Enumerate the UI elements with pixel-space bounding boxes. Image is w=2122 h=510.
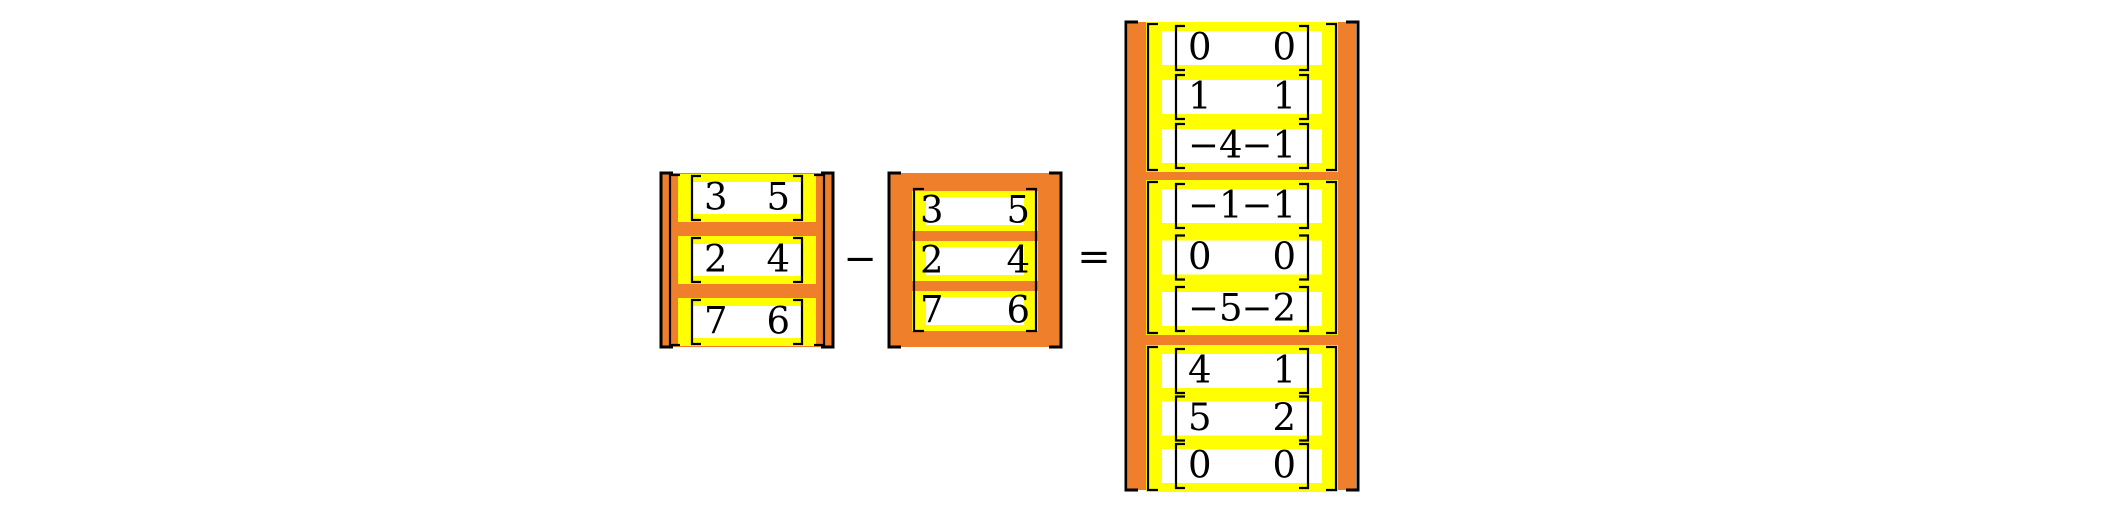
- matrix-b-row-3-cell-1: 7: [920, 289, 944, 332]
- matrix-b-row-cell: [926, 247, 1024, 275]
- result-block-3-row-1-right-bracket: [1299, 347, 1310, 395]
- result-block-1-row-2-left-bracket: [1174, 73, 1185, 121]
- result-block-1-row-2-right-bracket: [1299, 73, 1310, 121]
- matrix-a-row-1-cell-1: 3: [704, 176, 728, 219]
- result-block-3-row-cell: [1162, 449, 1322, 483]
- equals-operator: =: [1077, 234, 1111, 280]
- result-block-3-right-bracket: [1326, 345, 1338, 492]
- matrix-b-row-1-cell-2: 5: [1006, 189, 1030, 232]
- result-block-2-row-1-cell-1: −1: [1188, 184, 1243, 227]
- result-block-3-row-1-left-bracket: [1174, 347, 1185, 395]
- matrix-a-row-3-cell-1: 7: [704, 300, 728, 343]
- result-block-1-row-cell: [1162, 31, 1322, 65]
- matrix-a-row-1-left-bracket: [690, 174, 701, 222]
- result-block-1-row-1-right-bracket: [1299, 24, 1310, 72]
- result-block-2-row-3-left-bracket: [1174, 285, 1185, 333]
- result-block-3-row-3-right-bracket: [1299, 442, 1310, 490]
- result-block-1-row-3-cell-2: −1: [1241, 124, 1296, 167]
- matrix-b-row-cell: [926, 297, 1024, 325]
- result-block-2-row-cell: [1162, 240, 1322, 275]
- matrix-a-row-2-right-bracket: [793, 236, 804, 284]
- result-block-2-right-bracket: [1326, 180, 1338, 335]
- result-block-2-row-2-right-bracket: [1299, 234, 1310, 281]
- result-block-2-row-cell: [1162, 189, 1322, 223]
- result-block-2-row-2-left-bracket: [1174, 234, 1185, 281]
- result-block-3-row-cell: [1162, 401, 1322, 436]
- result-block-1-right-bracket: [1326, 22, 1338, 172]
- result-block-1-row-2-cell-1: 1: [1188, 75, 1212, 118]
- result-block-1-row-cell: [1162, 129, 1322, 163]
- result-block-3-row-2-right-bracket: [1299, 395, 1310, 442]
- matrix-b-outer-right-bracket: [1049, 171, 1063, 349]
- matrix-a-row-3-right-bracket: [793, 298, 804, 346]
- result-block-2-row-3-cell-1: −5: [1188, 287, 1243, 330]
- matrix-a-row-3-left-bracket: [690, 298, 701, 346]
- result-block-3-row-3-cell-2: 0: [1272, 444, 1296, 487]
- matrix-a-outer-left-bracket: [659, 171, 673, 349]
- matrix-a-row-3-cell-2: 6: [766, 300, 790, 343]
- result-outer-right-bracket: [1346, 20, 1360, 492]
- result-block-1-row-3-right-bracket: [1299, 122, 1310, 170]
- matrix-a-row-cell: [692, 244, 802, 276]
- result-block-1-row-2-cell-2: 1: [1272, 75, 1296, 118]
- matrix-a-row-2-cell-1: 2: [704, 238, 728, 281]
- matrix-a-row-2-left-bracket: [690, 236, 701, 284]
- matrix-b-inner-right-bracket: [1026, 187, 1038, 333]
- matrix-b-row-2-cell-1: 2: [920, 239, 944, 282]
- matrix-a-row-cell: [692, 182, 802, 214]
- matrix-a-row-1-cell-2: 5: [766, 176, 790, 219]
- result-block-3-row-3-cell-1: 0: [1188, 444, 1212, 487]
- result-block-1-row-1-cell-1: 0: [1188, 26, 1212, 69]
- result-block-2-row-2-cell-2: 0: [1272, 235, 1296, 278]
- result-block-3-row-3-left-bracket: [1174, 442, 1185, 490]
- result-block-3-row-2-left-bracket: [1174, 395, 1185, 442]
- matrix-a-row-2-cell-2: 4: [766, 238, 790, 281]
- matrix-a-outer-right-bracket: [821, 171, 835, 349]
- result-block-1-row-1-left-bracket: [1174, 24, 1185, 72]
- result-block-2-row-1-left-bracket: [1174, 182, 1185, 230]
- minus-operator: −: [843, 236, 877, 282]
- matrix-b-inner-left-bracket: [912, 187, 924, 333]
- matrix-b-outer-left-bracket: [887, 171, 901, 349]
- result-block-3-row-2-cell-2: 2: [1272, 396, 1296, 439]
- matrix-a-row-1-right-bracket: [793, 174, 804, 222]
- matrix-b-row-1-cell-1: 3: [920, 189, 944, 232]
- result-block-1-row-1-cell-2: 0: [1272, 26, 1296, 69]
- result-block-2-row-2-cell-1: 0: [1188, 235, 1212, 278]
- result-block-3-left-bracket: [1146, 345, 1158, 492]
- matrix-b-row-cell: [926, 197, 1024, 225]
- matrix-a-row-cell: [692, 306, 802, 338]
- matrix-b-row-2-cell-2: 4: [1006, 239, 1030, 282]
- result-block-1-row-cell: [1162, 80, 1322, 114]
- result-block-1-left-bracket: [1146, 22, 1158, 172]
- result-block-2-row-1-cell-2: −1: [1241, 184, 1296, 227]
- result-block-3-row-1-cell-2: 1: [1272, 349, 1296, 392]
- result-block-1-row-3-cell-1: −4: [1188, 124, 1243, 167]
- result-block-2-row-3-right-bracket: [1299, 285, 1310, 333]
- result-block-3-row-cell: [1162, 354, 1322, 388]
- result-block-2-left-bracket: [1146, 180, 1158, 335]
- matrix-a-inner-right-bracket: [814, 173, 826, 347]
- result-outer-left-bracket: [1124, 20, 1138, 492]
- result-block-1-row-3-left-bracket: [1174, 122, 1185, 170]
- matrix-a-inner-left-bracket: [668, 173, 680, 347]
- result-block-3-row-2-cell-1: 5: [1188, 396, 1212, 439]
- result-block-2-row-1-right-bracket: [1299, 182, 1310, 230]
- result-block-3-row-1-cell-1: 4: [1188, 349, 1212, 392]
- matrix-b-row-3-cell-2: 6: [1006, 289, 1030, 332]
- result-block-2-row-cell: [1162, 292, 1322, 326]
- result-block-2-row-3-cell-2: −2: [1241, 287, 1296, 330]
